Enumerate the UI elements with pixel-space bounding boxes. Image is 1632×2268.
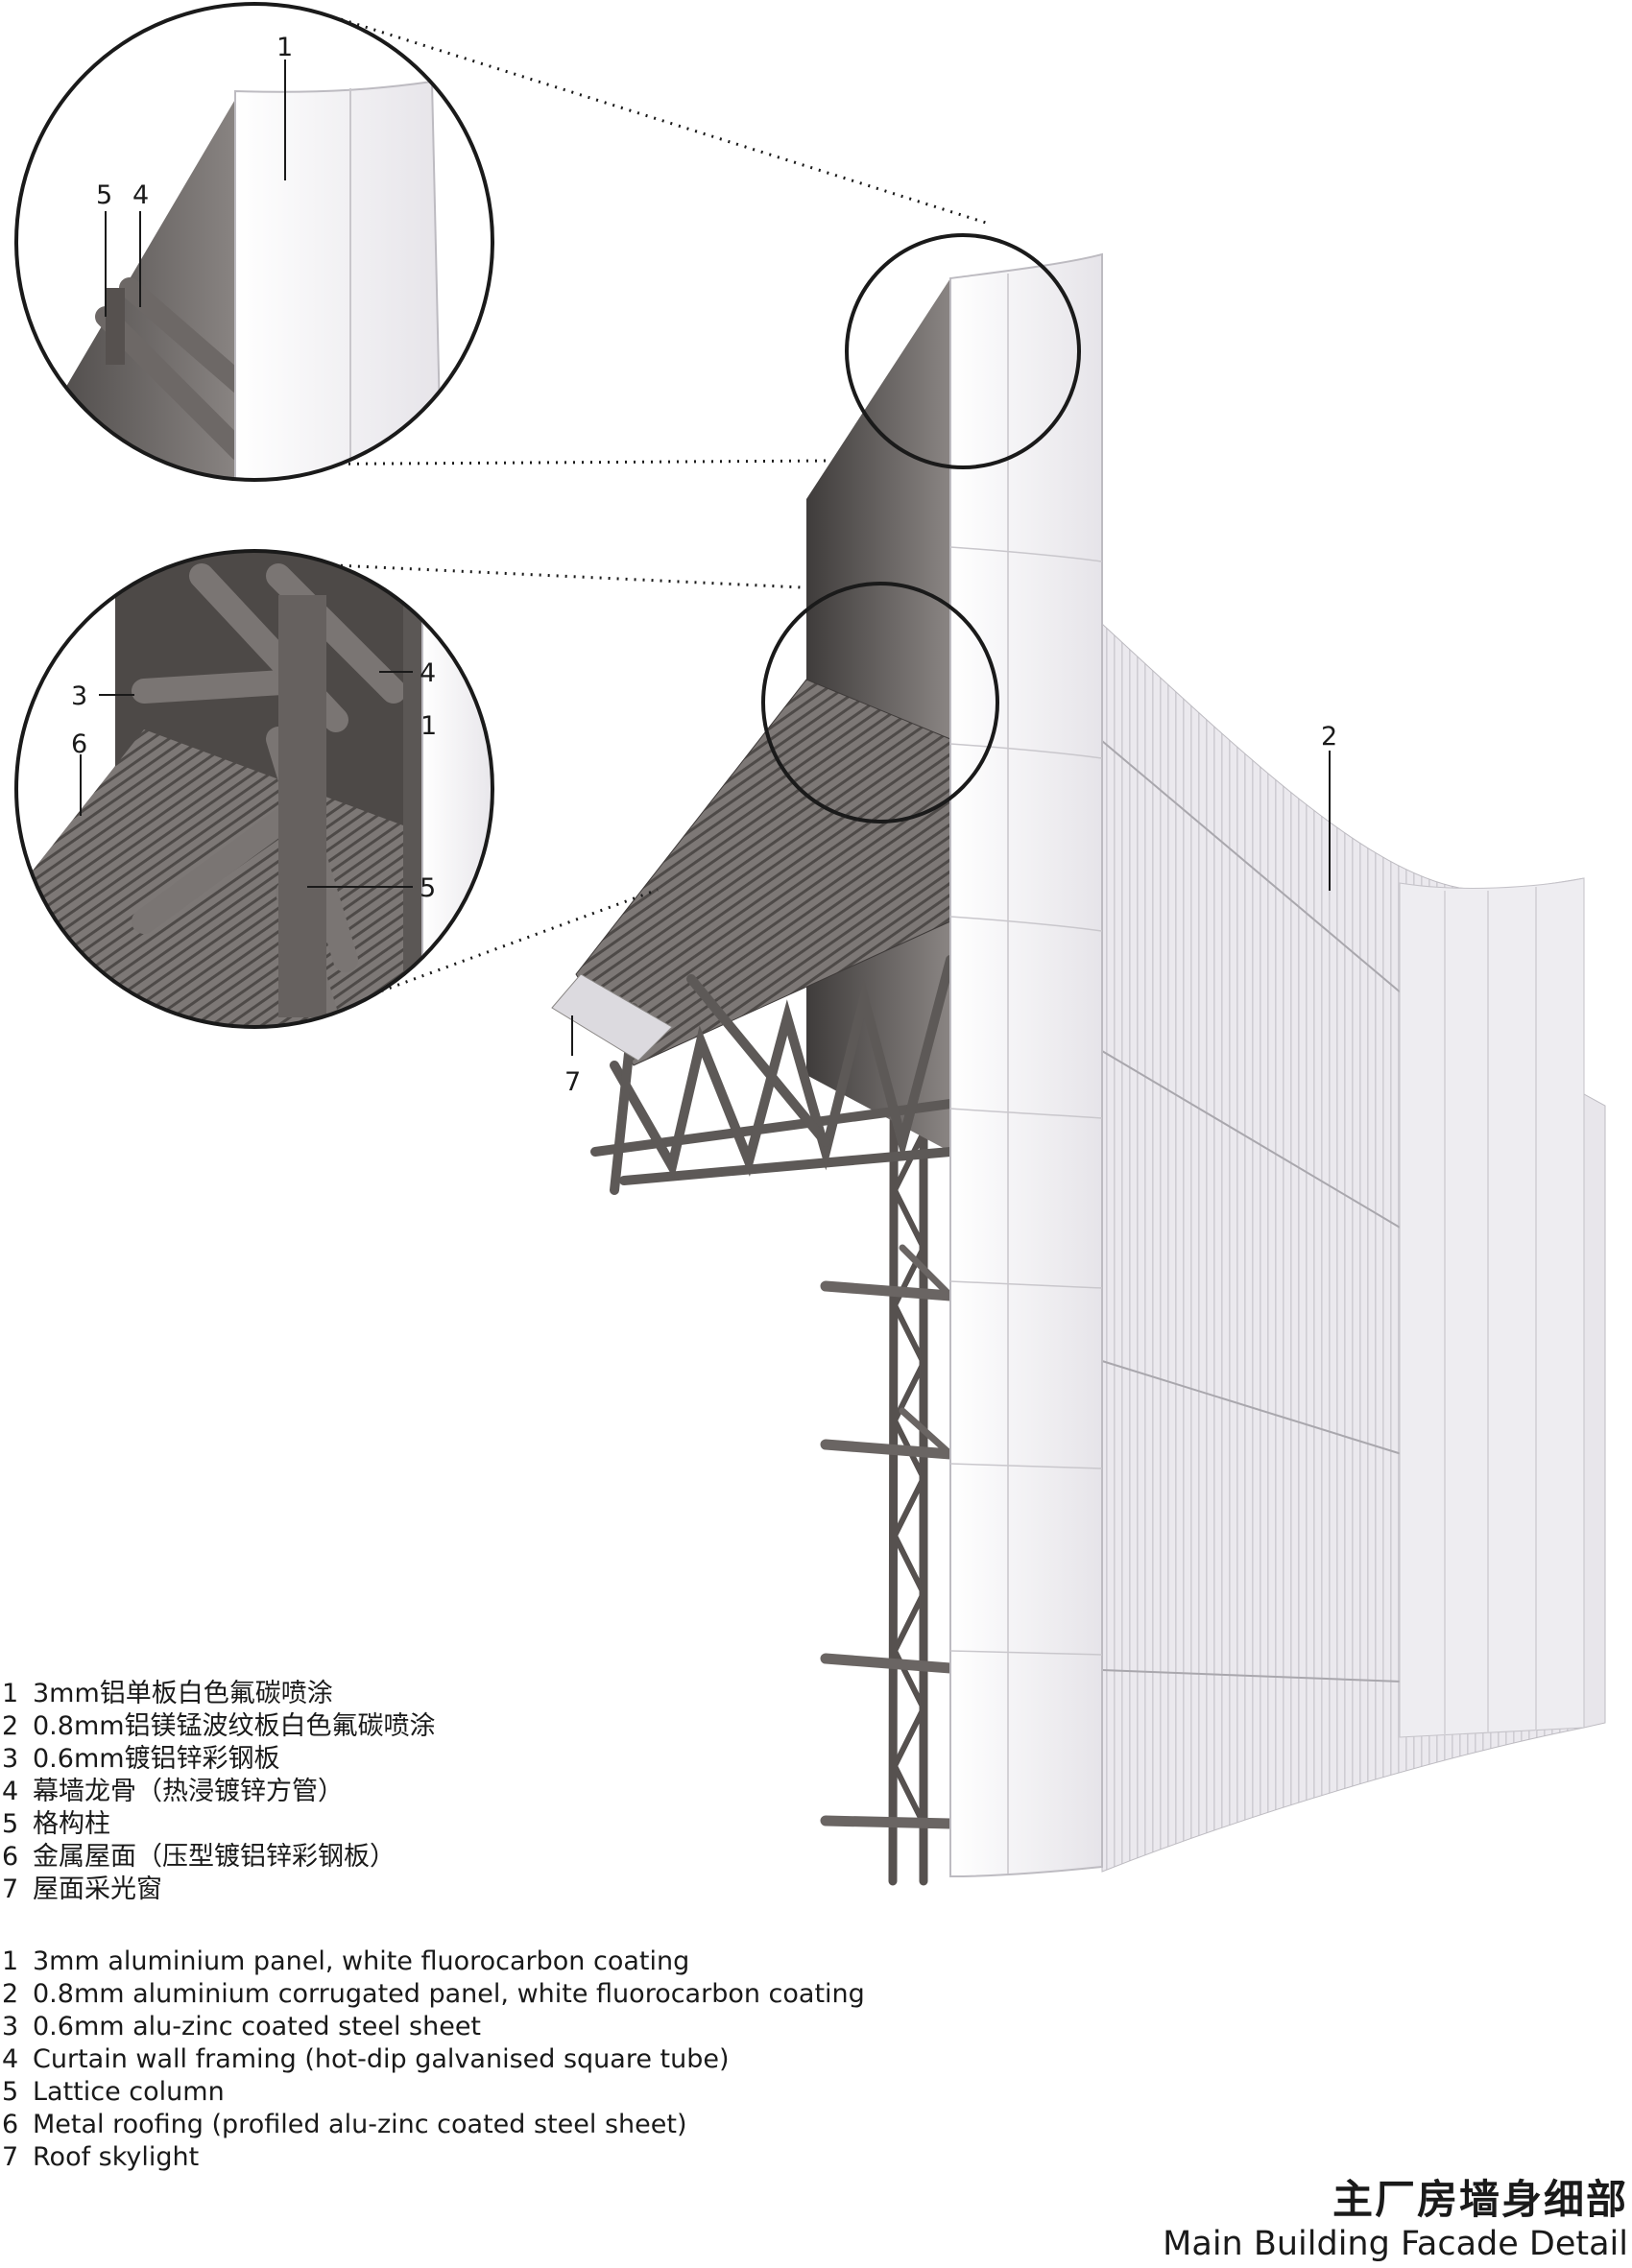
mid-callout-4: 4 bbox=[420, 658, 436, 688]
zoom-marker-mid bbox=[761, 582, 999, 824]
top-callout-5: 5 bbox=[96, 180, 112, 210]
title-en: Main Building Facade Detail bbox=[1163, 2225, 1628, 2263]
main-callout-2: 2 bbox=[1321, 722, 1337, 752]
end-wall bbox=[1583, 1093, 1606, 1729]
mid-callout-5: 5 bbox=[420, 873, 436, 903]
roof-skylight bbox=[551, 973, 673, 1062]
title-cn: 主厂房墙身细部 bbox=[1332, 2176, 1628, 2223]
panel-bay-right bbox=[1399, 877, 1585, 1738]
roof-truss bbox=[590, 955, 955, 1195]
mid-callout-6: 6 bbox=[71, 729, 87, 759]
mid-callout-3: 3 bbox=[71, 681, 87, 711]
zoom-leaders bbox=[244, 17, 990, 1008]
panel-joints bbox=[949, 274, 1103, 1874]
aluminium-panel bbox=[949, 252, 1103, 1878]
column-arms bbox=[820, 1244, 956, 1829]
main-elevation bbox=[551, 252, 1606, 1886]
zoom-detail-top: 1 5 4 bbox=[14, 2, 494, 482]
mid-callout-1: 1 bbox=[420, 711, 437, 741]
zoom-detail-mid: 3 4 1 6 5 bbox=[14, 549, 494, 1029]
main-callout-7: 7 bbox=[564, 1067, 581, 1097]
top-callout-4: 4 bbox=[132, 180, 149, 210]
zoom-marker-top bbox=[845, 233, 1081, 469]
corrugated-wall-joints bbox=[1101, 740, 1403, 1683]
top-callout-1: 1 bbox=[276, 33, 293, 62]
